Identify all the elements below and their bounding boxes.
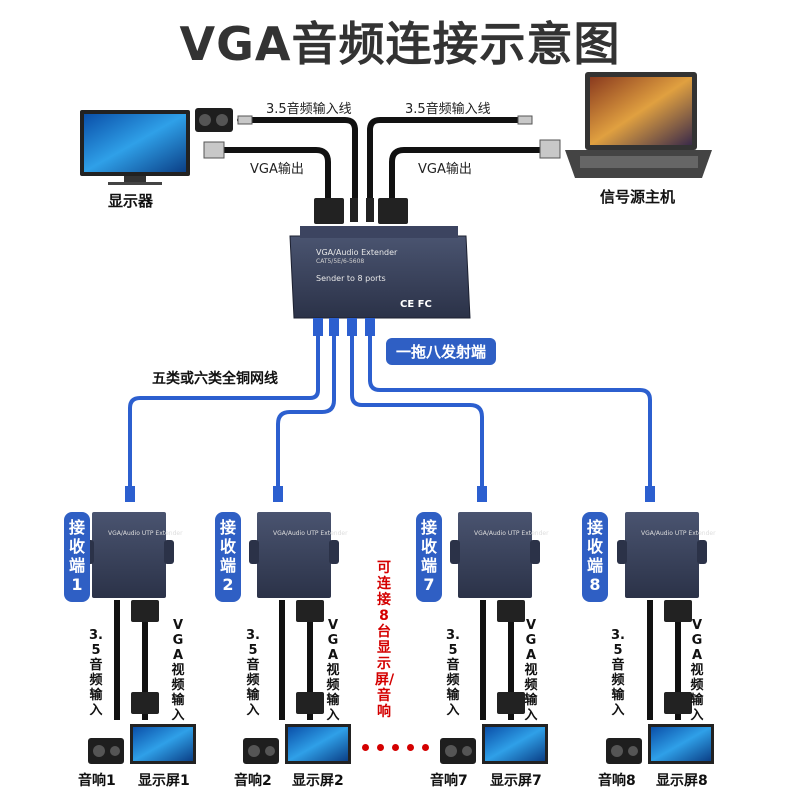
sender-model-line3: Sender to 8 ports [316,274,386,283]
vga-label-1: VGA视频输入 [171,618,185,723]
screen-label-7: 显示屏7 [490,773,542,789]
audio-cable-right [367,117,528,203]
middle-note: 可连接8台显示屏/音响 [375,560,395,720]
receiver-badge-7: 接收端7 [416,512,442,602]
sender-box [289,226,471,319]
receiver-box-1 [84,512,174,598]
speaker-icons-bottom [88,738,642,764]
audio-label-2: 3.5音频输入 [246,628,260,718]
cable-label: 五类或六类全铜网线 [152,371,278,387]
screen-label-8: 显示屏8 [656,773,708,789]
audio-cable-left [237,117,358,203]
speaker-icon [195,108,233,132]
vga-out-right-label: VGA输出 [418,162,472,177]
receiver-box-2 [249,512,339,598]
speaker-label-7: 音响7 [430,773,468,789]
vga-cable-right [389,147,548,203]
receiver-box-8 [617,512,707,598]
receiver-device-text-1: VGA/Audio UTP Extender [108,530,183,537]
vga-label-7: VGA视频输入 [524,618,538,723]
receiver-badge-8: 接收端8 [582,512,608,602]
vga-out-left-label: VGA输出 [250,162,304,177]
page-title: VGA音频连接示意图 [179,17,621,71]
sender-model-line2: CAT5/5E/6-5608 [316,258,365,265]
host-label: 信号源主机 [600,188,676,206]
audio-label-7: 3.5音频输入 [446,628,460,718]
speaker-label-1: 音响1 [78,773,116,789]
monitor-icon [80,110,190,185]
sender-cert: CE FC [400,299,432,310]
vga-cable-left [207,147,331,203]
ellipsis-dots [362,744,429,751]
speaker-label-8: 音响8 [598,773,636,789]
screen-label-1: 显示屏1 [138,773,190,789]
receiver-badge-1: 接收端1 [64,512,90,602]
screen-icons-bottom [130,724,714,764]
screen-label-2: 显示屏2 [292,773,344,789]
receiver-device-text-8: VGA/Audio UTP Extender [641,530,716,537]
receiver-box-7 [450,512,540,598]
sender-model-line1: VGA/Audio Extender [316,248,398,257]
receiver-badge-2: 接收端2 [215,512,241,602]
speaker-label-2: 音响2 [234,773,272,789]
receiver-device-text-2: VGA/Audio UTP Extender [273,530,348,537]
audio-label-1: 3.5音频输入 [89,628,103,718]
laptop-icon [565,72,712,178]
audio-label-8: 3.5音频输入 [611,628,625,718]
audio-in-left-label: 3.5音频输入线 [266,102,352,117]
sender-badge: 一拖八发射端 [386,338,497,365]
vga-label-8: VGA视频输入 [690,618,704,723]
audio-in-right-label: 3.5音频输入线 [405,102,491,117]
receiver-device-text-7: VGA/Audio UTP Extender [474,530,549,537]
monitor-label: 显示器 [108,192,154,210]
vga-label-2: VGA视频输入 [326,618,340,723]
